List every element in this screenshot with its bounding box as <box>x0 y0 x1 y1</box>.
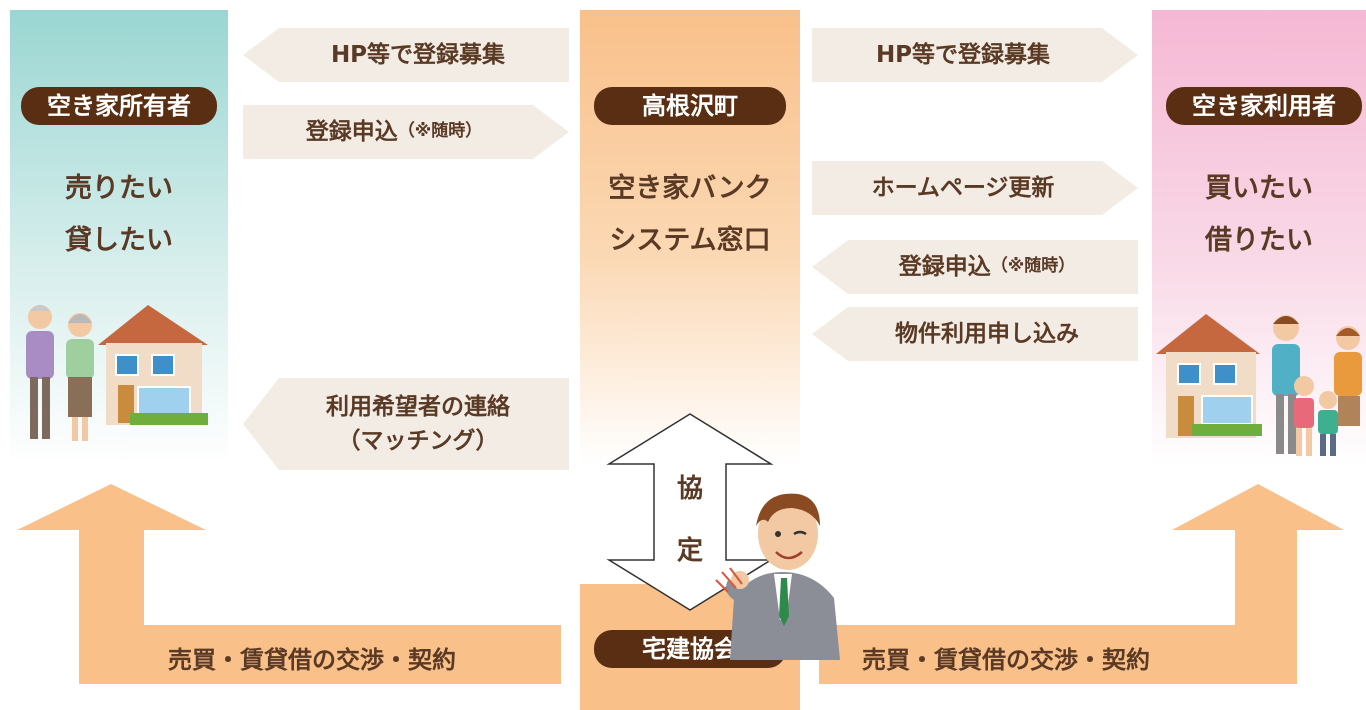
left-negotiation-arrow <box>17 484 561 684</box>
owner-want-sell: 売りたい <box>65 173 173 204</box>
town-column <box>580 10 800 465</box>
right-update-label: ホームページ更新 <box>871 174 1055 201</box>
right-negotiation-label: 売買・賃貸借の交渉・契約 <box>862 646 1150 674</box>
left-recruit-arrow: HP等で登録募集 <box>243 28 569 82</box>
town-system-window: システム窓口 <box>609 225 771 256</box>
left-apply-note: （※随時） <box>397 121 483 142</box>
right-apply-label: 登録申込 <box>898 253 991 280</box>
left-apply-label: 登録申込 <box>305 118 398 145</box>
left-apply-arrow: 登録申込（※随時） <box>243 105 569 159</box>
left-matching-arrow: 利用希望者の連絡 （マッチング） <box>243 378 569 470</box>
left-negotiation-label: 売買・賃貸借の交渉・契約 <box>168 646 456 674</box>
town-akiya-bank: 空き家バンク <box>608 173 772 204</box>
user-want-rent: 借りたい <box>1205 225 1313 256</box>
owner-badge: 空き家所有者 <box>21 87 217 125</box>
right-apply-note: （※随時） <box>990 256 1076 277</box>
user-badge: 空き家利用者 <box>1166 87 1362 125</box>
agreement-char-1: 協 <box>676 474 703 504</box>
town-badge: 高根沢町 <box>594 87 786 125</box>
right-property-apply-label: 物件利用申し込み <box>895 320 1079 347</box>
agreement-char-2: 定 <box>676 536 703 566</box>
right-recruit-label: HP等で登録募集 <box>875 41 1051 68</box>
left-matching-line2: （マッチング） <box>337 428 499 454</box>
owner-want-lend: 貸したい <box>65 225 173 256</box>
agreement-double-arrow <box>606 413 774 611</box>
owner-illustration <box>26 305 208 441</box>
right-property-apply-arrow: 物件利用申し込み <box>812 307 1138 361</box>
right-update-arrow: ホームページ更新 <box>812 161 1138 215</box>
realtor-illustration <box>715 493 840 660</box>
left-matching-line1: 利用希望者の連絡 <box>326 393 510 420</box>
left-recruit-label: HP等で登録募集 <box>330 41 506 68</box>
user-want-buy: 買いたい <box>1205 173 1313 204</box>
right-apply-arrow: 登録申込（※随時） <box>812 240 1138 294</box>
right-recruit-arrow: HP等で登録募集 <box>812 28 1138 82</box>
user-illustration <box>1156 314 1362 456</box>
right-negotiation-arrow <box>819 484 1344 684</box>
